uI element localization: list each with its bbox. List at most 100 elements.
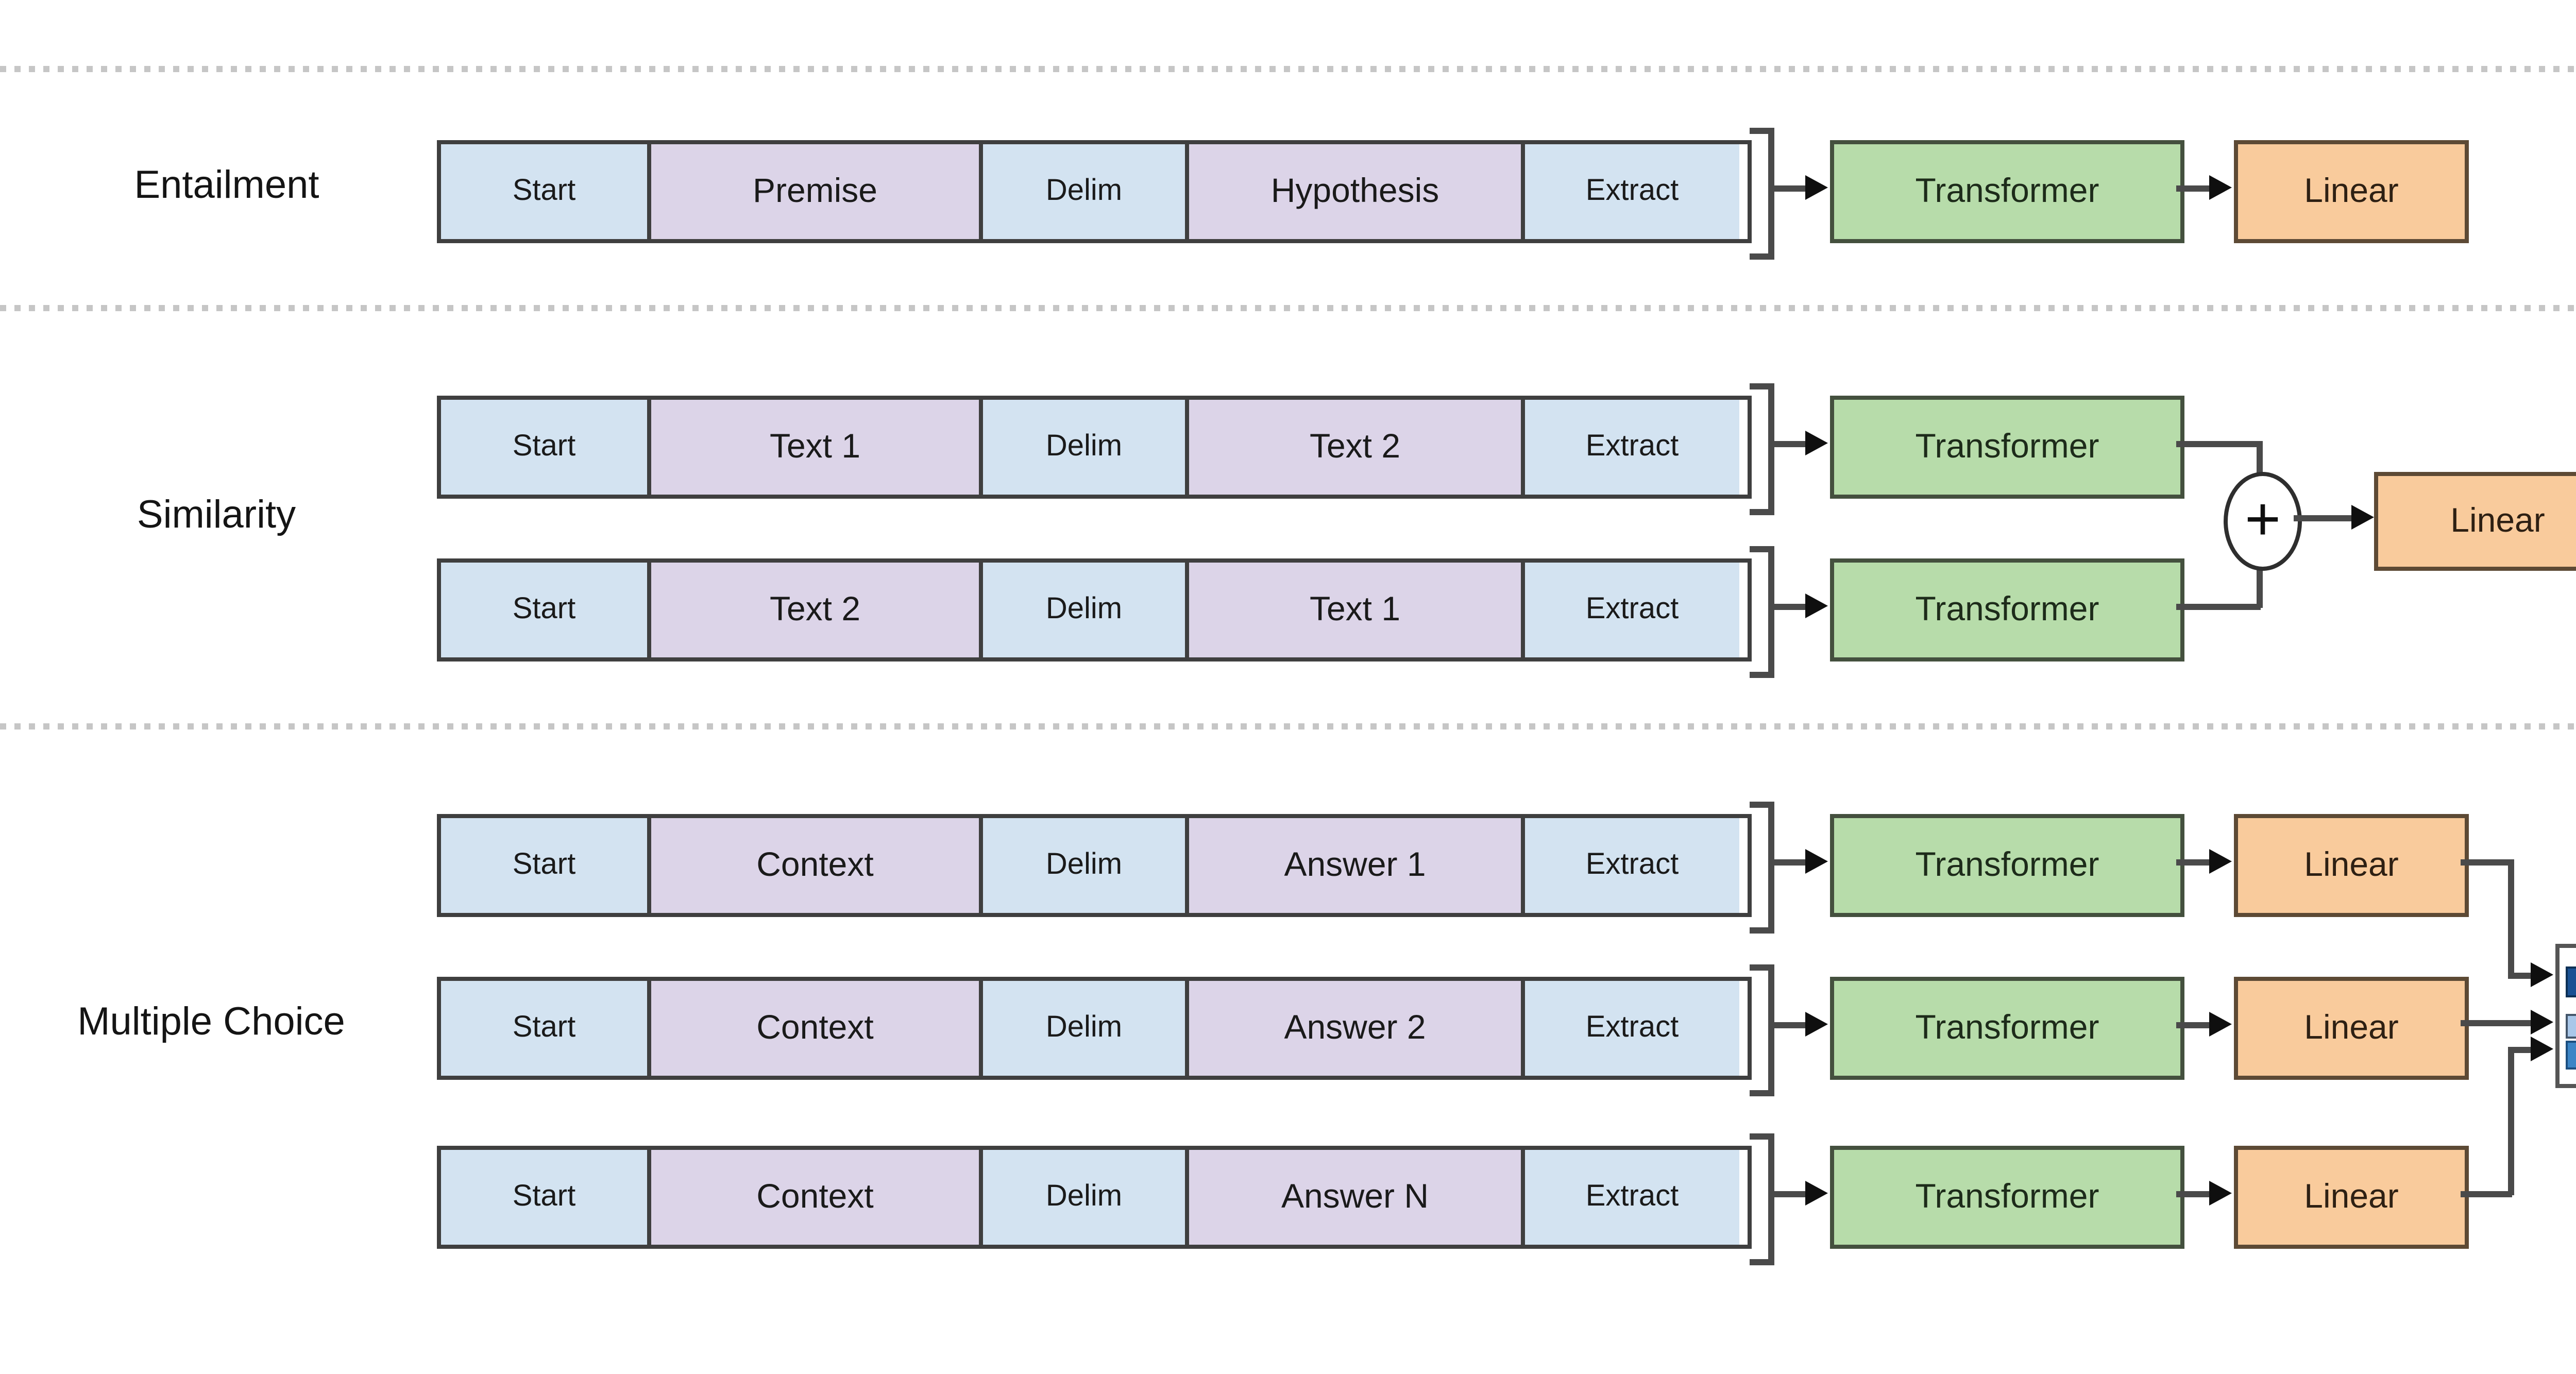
connector-line <box>2176 441 2261 446</box>
arrow-line <box>1768 441 1805 446</box>
arrow-line <box>1768 1191 1805 1196</box>
transformer-box-similarity-2: Transformer <box>1830 558 2184 661</box>
arrow-line <box>2294 515 2351 520</box>
connector-line <box>2461 1020 2531 1025</box>
arrow-right-icon <box>2209 1012 2232 1037</box>
arrow-right-icon <box>1805 593 1828 618</box>
bracket-icon <box>1750 802 1774 934</box>
connector-line <box>2176 604 2261 609</box>
bracket-icon <box>1750 546 1774 678</box>
arrow-right-icon <box>1805 1181 1828 1206</box>
token-extract: Extract <box>1525 1150 1739 1245</box>
connector-line <box>2257 561 2262 608</box>
arrow-line <box>2176 1022 2213 1027</box>
probability-bar-mid <box>2566 1041 2576 1070</box>
connector-line <box>2508 859 2513 977</box>
token-extract: Extract <box>1525 818 1739 913</box>
token-context: Context <box>651 818 983 913</box>
linear-box-choice-1: Linear <box>2234 814 2469 917</box>
bracket-icon <box>1750 383 1774 515</box>
token-context: Context <box>651 1150 983 1245</box>
connector-line <box>2257 441 2262 474</box>
arrow-line <box>1768 604 1805 609</box>
token-delim: Delim <box>983 144 1189 239</box>
linear-box-entailment: Linear <box>2234 140 2469 243</box>
token-start: Start <box>441 144 651 239</box>
token-sequence-choice-2: Start Context Delim Answer 2 Extract <box>437 977 1752 1080</box>
linear-box-similarity: Linear <box>2374 472 2576 571</box>
token-sequence-entailment: Start Premise Delim Hypothesis Extract <box>437 140 1752 243</box>
token-sequence-choice-n: Start Context Delim Answer N Extract <box>437 1146 1752 1249</box>
token-start: Start <box>441 563 651 657</box>
token-sequence-similarity-1: Start Text 1 Delim Text 2 Extract <box>437 396 1752 499</box>
transformer-box-choice-2: Transformer <box>1830 977 2184 1080</box>
bracket-icon <box>1750 128 1774 260</box>
token-text2: Text 2 <box>1189 400 1525 495</box>
linear-box-choice-n: Linear <box>2234 1146 2469 1249</box>
arrow-right-icon <box>2209 175 2232 200</box>
connector-line <box>2508 1047 2513 1195</box>
sum-icon: + <box>2224 472 2302 571</box>
transformer-box-similarity-1: Transformer <box>1830 396 2184 499</box>
transformer-box-entailment: Transformer <box>1830 140 2184 243</box>
token-delim: Delim <box>983 818 1189 913</box>
arrow-line <box>2176 1191 2213 1196</box>
linear-box-choice-2: Linear <box>2234 977 2469 1080</box>
connector-line <box>2508 973 2531 978</box>
task-label-entailment: Entailment <box>134 165 319 208</box>
token-extract: Extract <box>1525 400 1739 495</box>
connector-line <box>2508 1047 2531 1052</box>
token-delim: Delim <box>983 400 1189 495</box>
arrow-right-icon <box>2209 849 2232 874</box>
task-label-multiple-choice: Multiple Choice <box>77 1002 345 1045</box>
connector-line <box>2461 1191 2512 1196</box>
token-answer1: Answer 1 <box>1189 818 1525 913</box>
token-answer2: Answer 2 <box>1189 981 1525 1076</box>
token-delim: Delim <box>983 1150 1189 1245</box>
arrow-right-icon <box>2531 962 2553 987</box>
dotted-separator-top <box>0 66 2576 72</box>
token-extract: Extract <box>1525 563 1739 657</box>
token-start: Start <box>441 818 651 913</box>
token-text2: Text 2 <box>651 563 983 657</box>
arrow-right-icon <box>2531 1010 2553 1034</box>
bracket-icon <box>1750 964 1774 1096</box>
probability-bar-dark <box>2566 966 2576 997</box>
arrow-right-icon <box>1805 849 1828 874</box>
probability-bar-light <box>2566 1014 2576 1039</box>
arrow-line <box>1768 1022 1805 1027</box>
token-context: Context <box>651 981 983 1076</box>
dotted-separator-bottom <box>0 723 2576 730</box>
token-extract: Extract <box>1525 144 1739 239</box>
token-answern: Answer N <box>1189 1150 1525 1245</box>
token-text1: Text 1 <box>1189 563 1525 657</box>
arrow-right-icon <box>1805 175 1828 200</box>
token-hypothesis: Hypothesis <box>1189 144 1525 239</box>
connector-line <box>2461 859 2512 864</box>
arrow-line <box>2176 185 2213 191</box>
arrow-line <box>2176 859 2213 864</box>
dotted-separator-middle <box>0 305 2576 311</box>
token-delim: Delim <box>983 981 1189 1076</box>
token-start: Start <box>441 400 651 495</box>
arrow-right-icon <box>2209 1181 2232 1206</box>
arrow-right-icon <box>2351 505 2374 530</box>
arrow-right-icon <box>1805 1012 1828 1037</box>
transformer-box-choice-n: Transformer <box>1830 1146 2184 1249</box>
arrow-right-icon <box>1805 431 1828 455</box>
output-distribution-chart <box>2555 944 2576 1088</box>
arrow-right-icon <box>2531 1037 2553 1061</box>
token-sequence-similarity-2: Start Text 2 Delim Text 1 Extract <box>437 558 1752 661</box>
token-premise: Premise <box>651 144 983 239</box>
transformer-box-choice-1: Transformer <box>1830 814 2184 917</box>
token-start: Start <box>441 1150 651 1245</box>
token-start: Start <box>441 981 651 1076</box>
token-sequence-choice-1: Start Context Delim Answer 1 Extract <box>437 814 1752 917</box>
arrow-line <box>1768 185 1805 191</box>
token-text1: Text 1 <box>651 400 983 495</box>
arrow-line <box>1768 859 1805 864</box>
token-extract: Extract <box>1525 981 1739 1076</box>
task-label-similarity: Similarity <box>137 495 296 538</box>
bracket-icon <box>1750 1133 1774 1265</box>
